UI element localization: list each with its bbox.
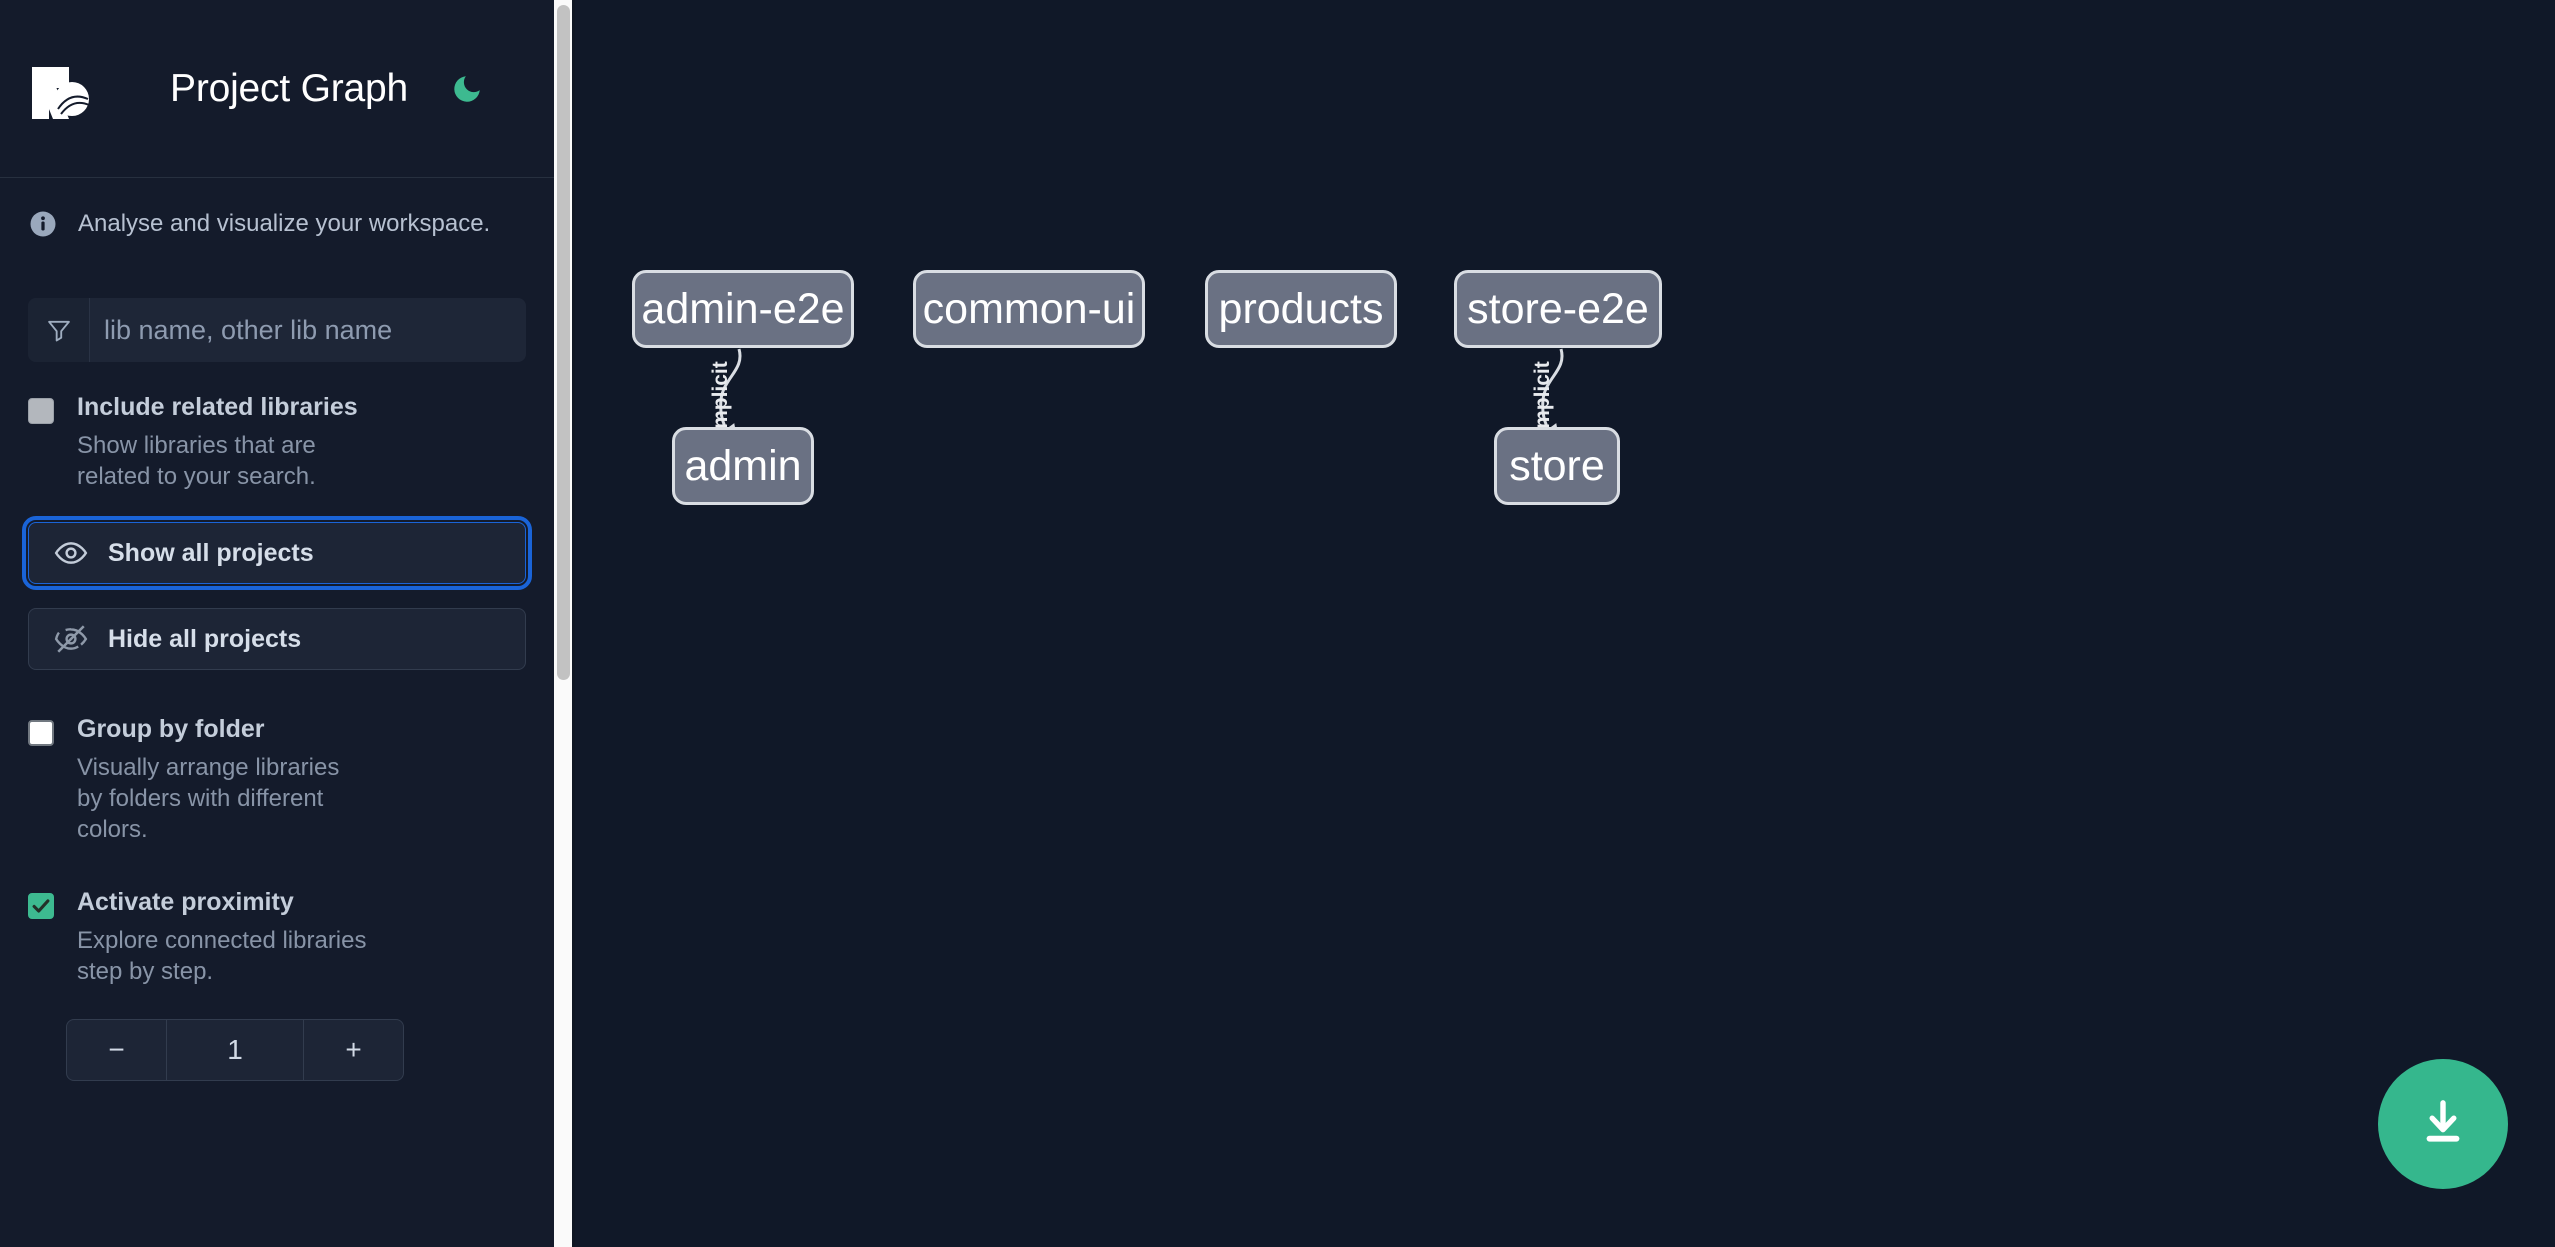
graph-node-store[interactable]: store <box>1494 427 1620 505</box>
graph-edges <box>716 348 1564 448</box>
stepper-decrement-button[interactable]: − <box>67 1020 167 1080</box>
graph-node-store-e2e[interactable]: store-e2e <box>1454 270 1662 348</box>
option-label: Activate proximity <box>77 888 294 916</box>
hide-all-projects-label: Hide all projects <box>108 624 302 653</box>
sidebar-divider <box>572 0 575 1247</box>
sidebar: Project Graph Analyse and visualize your… <box>0 0 554 1247</box>
sidebar-header: Project Graph <box>0 0 554 178</box>
checkbox-include-related-libraries[interactable] <box>28 398 54 424</box>
graph-node-common-ui[interactable]: common-ui <box>913 270 1145 348</box>
checkbox-activate-proximity[interactable] <box>28 893 54 919</box>
download-icon <box>2416 1095 2470 1154</box>
funnel-filter-icon <box>28 298 90 362</box>
sidebar-scrollbar-thumb[interactable] <box>557 5 570 680</box>
hide-all-projects-button[interactable]: Hide all projects <box>28 608 526 670</box>
info-circle-icon <box>28 209 58 239</box>
project-graph-canvas[interactable]: implicit implicit admin-e2e common-ui pr… <box>575 0 2555 1247</box>
search-input[interactable] <box>90 298 526 362</box>
eye-off-icon <box>54 622 88 656</box>
nx-logo-icon <box>28 57 128 121</box>
text-filter <box>28 298 526 362</box>
option-description: Show libraries that are related to your … <box>77 432 316 490</box>
moon-icon[interactable] <box>446 68 488 110</box>
workspace-info: Analyse and visualize your workspace. <box>0 178 554 270</box>
option-label: Include related libraries <box>77 393 358 421</box>
workspace-info-text: Analyse and visualize your workspace. <box>78 210 491 237</box>
option-group-by-folder[interactable]: Group by folder Visually arrange librari… <box>0 714 554 845</box>
option-description: Explore connected libraries step by step… <box>77 927 367 985</box>
proximity-stepper: − 1 + <box>66 1019 404 1081</box>
edge-label-store-implicit: implicit <box>1531 361 1554 435</box>
graph-node-admin-e2e[interactable]: admin-e2e <box>632 270 854 348</box>
option-include-related-libraries[interactable]: Include related libraries Show libraries… <box>0 392 554 492</box>
option-description: Visually arrange libraries by folders wi… <box>77 754 340 843</box>
eye-icon <box>54 536 88 570</box>
option-label: Group by folder <box>77 715 265 743</box>
option-activate-proximity[interactable]: Activate proximity Explore connected lib… <box>0 887 554 987</box>
show-all-projects-label: Show all projects <box>108 538 314 567</box>
edge-label-admin-implicit: implicit <box>709 361 732 435</box>
stepper-value: 1 <box>227 1034 243 1065</box>
stepper-increment-button[interactable]: + <box>303 1020 403 1080</box>
graph-node-products[interactable]: products <box>1205 270 1397 348</box>
graph-node-admin[interactable]: admin <box>672 427 814 505</box>
download-button[interactable] <box>2378 1059 2508 1189</box>
show-all-projects-button[interactable]: Show all projects <box>22 516 532 590</box>
page-title: Project Graph <box>170 66 409 110</box>
checkbox-group-by-folder[interactable] <box>28 720 54 746</box>
